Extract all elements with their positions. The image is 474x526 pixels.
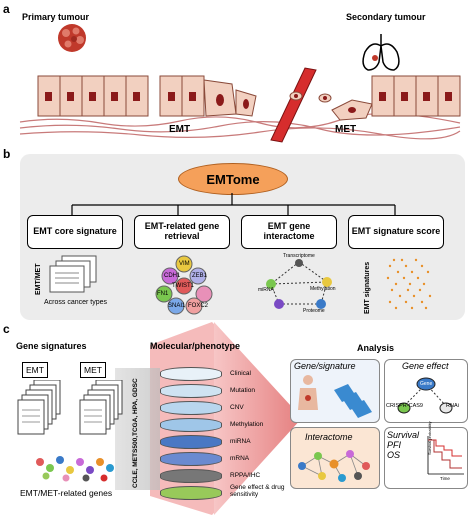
pfi-label: PFI — [387, 440, 402, 450]
met-cells — [331, 75, 461, 121]
survival-label: Survival — [387, 430, 420, 440]
interactome-graphic — [266, 259, 332, 309]
layer-methylation — [160, 418, 222, 432]
interactome-mirna-label: miRNA — [258, 287, 274, 293]
primary-tumour-icon — [58, 24, 86, 52]
panel-c-letter: c — [3, 322, 10, 336]
survival-panel — [384, 427, 468, 489]
emtome-node: EMTome — [178, 163, 288, 195]
interactome-methylation-label: Methylation — [310, 286, 336, 292]
layer-label-methylation: Methylation — [230, 421, 264, 428]
layer-mutation — [160, 384, 222, 398]
layer-label-rppa: RPPA/IHC — [230, 472, 261, 479]
across-cancer-types-label: Across cancer types — [44, 299, 108, 306]
layer-clinical — [160, 367, 222, 381]
secondary-tumour-label: Secondary tumour — [346, 12, 426, 22]
panel-a-illustration — [19, 24, 461, 143]
emt-gene-retrieval-box: EMT-related gene retrieval — [134, 215, 230, 249]
gene-effect-graphic — [397, 377, 453, 414]
km-curve-icon — [427, 436, 464, 475]
interactome-panel — [290, 427, 380, 489]
gene-effect-panel — [384, 359, 468, 423]
layer-label-mirna: miRNA — [230, 438, 251, 445]
panel-a-letter: a — [3, 2, 10, 16]
analysis-title: Analysis — [357, 343, 395, 353]
gene-network-graphic — [155, 255, 213, 315]
emt-signature-score-box: EMT signature score — [348, 215, 444, 249]
crispr-label: CRISPR-CAS9 — [386, 403, 423, 409]
layer-rppa — [160, 469, 222, 483]
layer-cnv — [160, 401, 222, 415]
node-label-vim: VIM — [179, 261, 190, 267]
layer-gene-effect — [160, 486, 222, 500]
layer-label-mutation: Mutation — [230, 387, 255, 394]
layer-mirna — [160, 435, 222, 449]
primary-epithelium — [37, 75, 149, 117]
interactome-proteome-label: Proteome — [303, 308, 325, 314]
km-x-label: Time — [440, 476, 450, 481]
emt-gene-interactome-box: EMT gene interactome — [241, 215, 337, 249]
met-tag: MET — [80, 362, 106, 378]
rnai-label: RNAi — [446, 403, 459, 409]
data-sources-vertical-label: CCLE, METS500,TCGA, HPA, GDSC — [132, 378, 139, 488]
gene-node-label: Gene — [420, 381, 433, 387]
gene-signature-label: Gene/signature — [294, 361, 356, 371]
node-label-twist1: TWIST1 — [172, 283, 194, 289]
node-label-cdh1: CDH1 — [164, 273, 181, 279]
layer-label-mrna: mRNA — [230, 455, 250, 462]
node-label-foxc2: FOXC2 — [188, 303, 209, 309]
signature-score-strip — [386, 258, 432, 310]
layer-label-cnv: CNV — [230, 404, 244, 411]
interactome-label: Interactome — [305, 432, 353, 442]
gene-signatures-title: Gene signatures — [16, 341, 87, 351]
layer-mrna — [160, 452, 222, 466]
body-and-cells-graphic — [298, 375, 372, 418]
primary-tumour-label: Primary tumour — [22, 12, 90, 22]
emt-core-signature-box: EMT core signature — [27, 215, 123, 249]
layer-label-clinical: Clinical — [230, 370, 251, 377]
lungs-icon — [362, 34, 400, 71]
emt-tag: EMT — [22, 362, 48, 378]
document-stack-icon — [49, 255, 97, 293]
met-label: MET — [335, 124, 357, 135]
interactome-transcriptome-label: Transcriptome — [283, 253, 315, 259]
km-y-label: Survival probability — [427, 421, 432, 455]
molecular-phenotype-title: Molecular/phenotype — [150, 341, 241, 351]
node-label-snai1: SNAI1 — [168, 303, 186, 309]
gene-beads-icon — [36, 456, 114, 482]
emt-label: EMT — [169, 124, 191, 135]
signature-documents-icon — [17, 380, 123, 435]
related-genes-label: EMT/MET-related genes — [20, 488, 113, 498]
emt-cells — [159, 75, 257, 117]
layer-label-gene-effect: Gene effect & drug sensitivity — [230, 484, 285, 499]
panel-b-letter: b — [3, 147, 11, 161]
node-label-zeb1: ZEB1 — [192, 273, 208, 279]
node-label-fn1: FN1 — [157, 291, 169, 297]
gene-effect-label: Gene effect — [402, 361, 449, 371]
interactome-network-graphic — [298, 450, 370, 482]
os-label: OS — [387, 450, 401, 460]
